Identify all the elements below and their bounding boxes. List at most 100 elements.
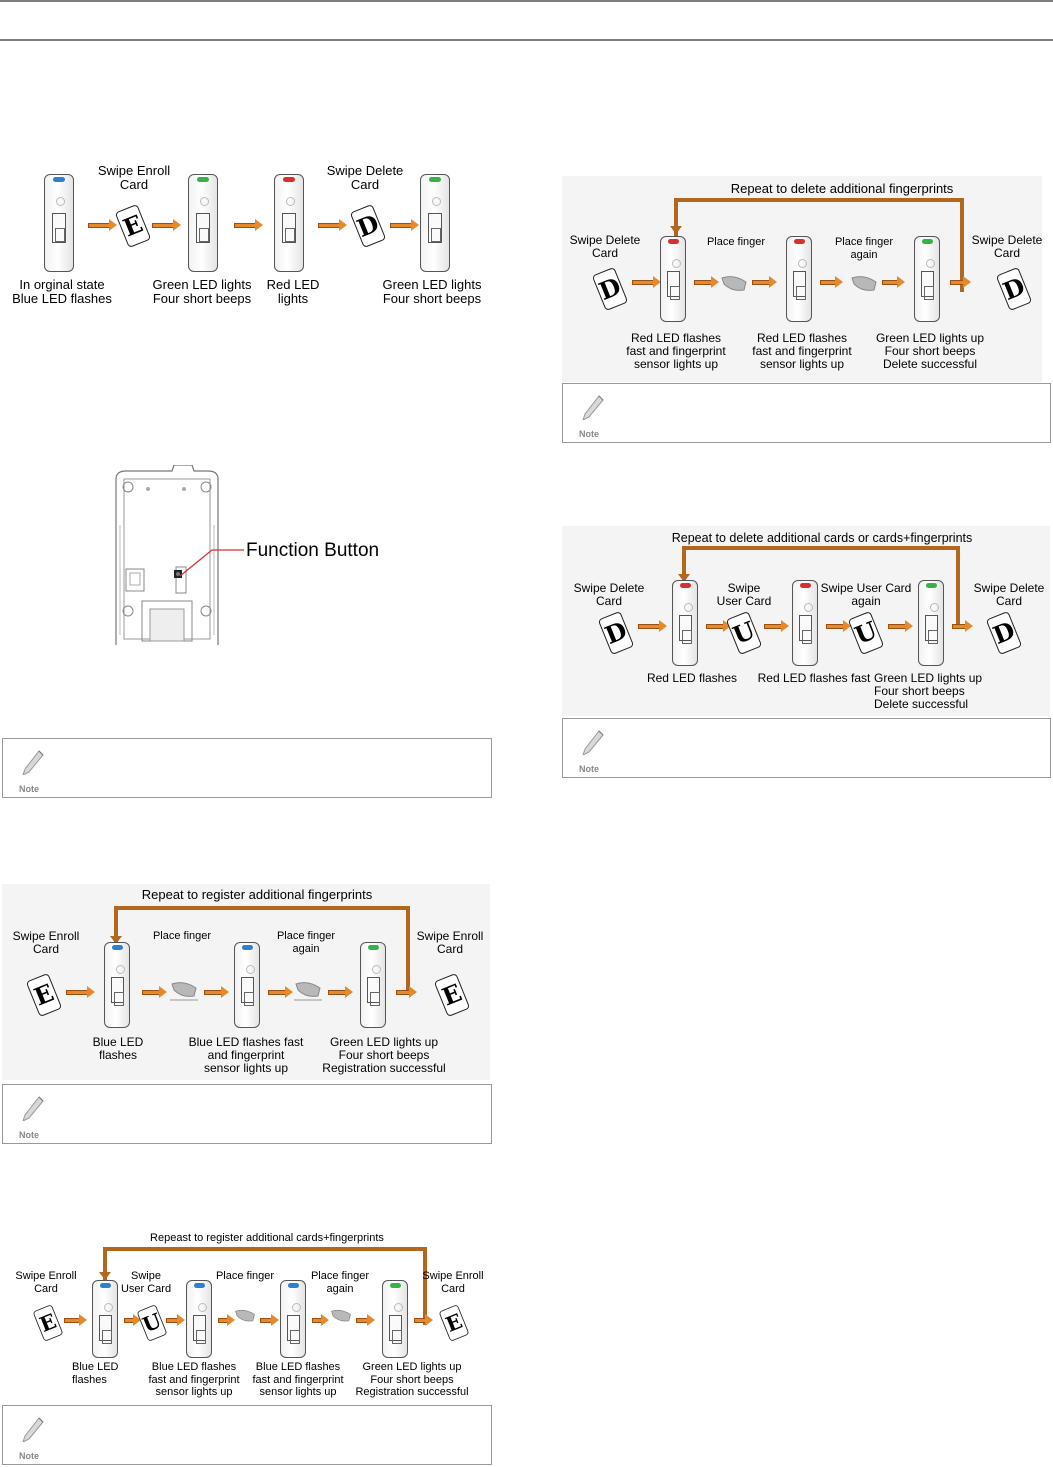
delete-cards-diagram: Repeat to delete additional cards or car…: [562, 526, 1050, 716]
finger-icon: [851, 276, 877, 291]
label-place-finger-again: Place finger again: [310, 1270, 370, 1295]
arrow: [888, 620, 913, 632]
reader-red: [274, 174, 304, 272]
label-swipe-delete-card: Swipe Delete Card: [971, 233, 1043, 260]
pencil-icon: [582, 395, 604, 420]
label-swipe-enroll-card: Swipe Enroll Card: [12, 929, 80, 956]
note-box: Note: [562, 718, 1051, 778]
label-place-finger: Place finger: [152, 930, 212, 942]
loop-arrowhead: [678, 574, 690, 582]
label-blue-led-fast: Blue LED flashes fast and fingerprint se…: [252, 1361, 344, 1398]
arrow: [694, 276, 719, 288]
arrow: [950, 276, 971, 288]
label-registration-successful: Green LED lights up Four short beeps Reg…: [355, 1361, 469, 1398]
label-blue-led-flashes: Blue LED flashes: [72, 1361, 119, 1386]
label-swipe-enroll-card: Swipe Enroll Card: [422, 1270, 484, 1295]
finger-icon: [294, 982, 322, 1001]
label-red-led-fast: Red LED flashes fast: [757, 671, 871, 685]
delete-card-icon: D: [591, 266, 629, 312]
function-button-label: Function Button: [246, 540, 380, 561]
device-back-view: [112, 464, 222, 645]
arrow: [356, 1314, 375, 1326]
label-swipe-delete-card: Swipe Delete Card: [326, 163, 404, 192]
arrow: [752, 276, 777, 288]
enroll-card-icon: E: [433, 972, 471, 1018]
label-swipe-delete-card: Swipe Delete Card: [973, 581, 1045, 608]
pencil-icon: [22, 750, 44, 775]
enroll-delete-card-diagram: Swipe Enroll Card Swipe Delete Card E D …: [0, 160, 500, 320]
reader-red: [792, 580, 818, 666]
label-swipe-user-card-again: Swipe User Card again: [820, 581, 912, 608]
arrow: [88, 219, 117, 231]
label-green-led: Green LED lights Four short beeps: [382, 277, 482, 306]
arrow: [390, 219, 419, 231]
pencil-icon: [22, 1096, 44, 1121]
arrow: [234, 219, 263, 231]
loop-arrowhead: [670, 226, 682, 234]
reader-green: [918, 580, 944, 666]
arrow: [124, 1314, 141, 1326]
enroll-card-icon: E: [32, 1304, 64, 1342]
reader-blue: [44, 174, 74, 272]
delete-card-icon: D: [995, 266, 1033, 312]
reader-red: [672, 580, 698, 666]
reader-red: [660, 236, 686, 322]
enroll-card-icon: E: [438, 1304, 470, 1342]
label-swipe-enroll-card: Swipe Enroll Card: [15, 1270, 77, 1295]
register-fingerprint-diagram: Repeat to register additional fingerprin…: [2, 884, 490, 1080]
delete-card-icon: D: [349, 203, 387, 249]
label-swipe-enroll-card: Swipe Enroll Card: [97, 163, 171, 192]
reader-blue: [92, 1280, 118, 1358]
enroll-card-icon: E: [25, 972, 63, 1018]
delete-card-icon: D: [985, 610, 1023, 656]
finger-icon: [721, 276, 747, 291]
reader-green: [914, 236, 940, 322]
label-swipe-delete-card: Swipe Delete Card: [569, 233, 641, 260]
diagram-title: Repeast to register additional cards+fin…: [150, 1232, 384, 1244]
arrow: [260, 1314, 279, 1326]
label-blue-led-fast: Blue LED flashes fast and fingerprint se…: [148, 1361, 240, 1398]
label-red-led-flashes: Red LED flashes: [646, 671, 738, 685]
arrow: [328, 986, 353, 998]
top-rule: [0, 0, 1053, 2]
arrow: [396, 986, 417, 998]
label-red-led-fast: Red LED flashes fast and fingerprint sen…: [626, 331, 726, 371]
diagram-title: Repeat to delete additional cards or car…: [671, 531, 973, 545]
note-box: Note: [2, 1084, 492, 1144]
pencil-icon: [582, 730, 604, 755]
note-label: Note: [579, 429, 599, 439]
label-place-finger-again: Place finger again: [834, 236, 894, 261]
loop-arrowhead: [110, 936, 122, 944]
arrow: [638, 620, 667, 632]
note-label: Note: [19, 1130, 39, 1140]
arrow: [268, 986, 293, 998]
arrow: [312, 1314, 329, 1326]
label-place-finger-again: Place finger again: [276, 930, 336, 955]
label-delete-successful: Green LED lights up Four short beeps Del…: [874, 671, 983, 711]
finger-icon: [170, 982, 198, 1001]
delete-card-icon: D: [597, 610, 635, 656]
finger-icon: [331, 1309, 351, 1322]
diagram-title: Repeat to register additional fingerprin…: [141, 887, 373, 902]
arrow: [142, 986, 167, 998]
register-card-fingerprint-diagram: Repeast to register additional cards+fin…: [2, 1232, 490, 1404]
arrow: [66, 986, 95, 998]
pointer-line: [179, 549, 244, 577]
arrow: [820, 276, 843, 288]
label-registration-successful: Green LED lights up Four short beeps Reg…: [322, 1035, 446, 1075]
reader-blue: [186, 1280, 212, 1358]
reader-green: [382, 1280, 408, 1358]
loop-arrowhead: [99, 1272, 111, 1280]
arrow: [706, 620, 731, 632]
label-blue-led-flashes: Blue LED flashes: [92, 1035, 144, 1062]
label-swipe-delete-card: Swipe Delete Card: [573, 581, 645, 608]
arrow: [632, 276, 661, 288]
label-blue-led-fast: Blue LED flashes fast and fingerprint se…: [188, 1035, 304, 1075]
reader-green: [420, 174, 450, 272]
pencil-icon: [22, 1417, 44, 1442]
delete-fingerprint-diagram: Repeat to delete additional fingerprints…: [562, 176, 1042, 382]
reader-blue: [104, 942, 130, 1028]
arrow: [952, 620, 973, 632]
reader-blue: [234, 942, 260, 1028]
label-red-led-fast: Red LED flashes fast and fingerprint sen…: [752, 331, 852, 371]
